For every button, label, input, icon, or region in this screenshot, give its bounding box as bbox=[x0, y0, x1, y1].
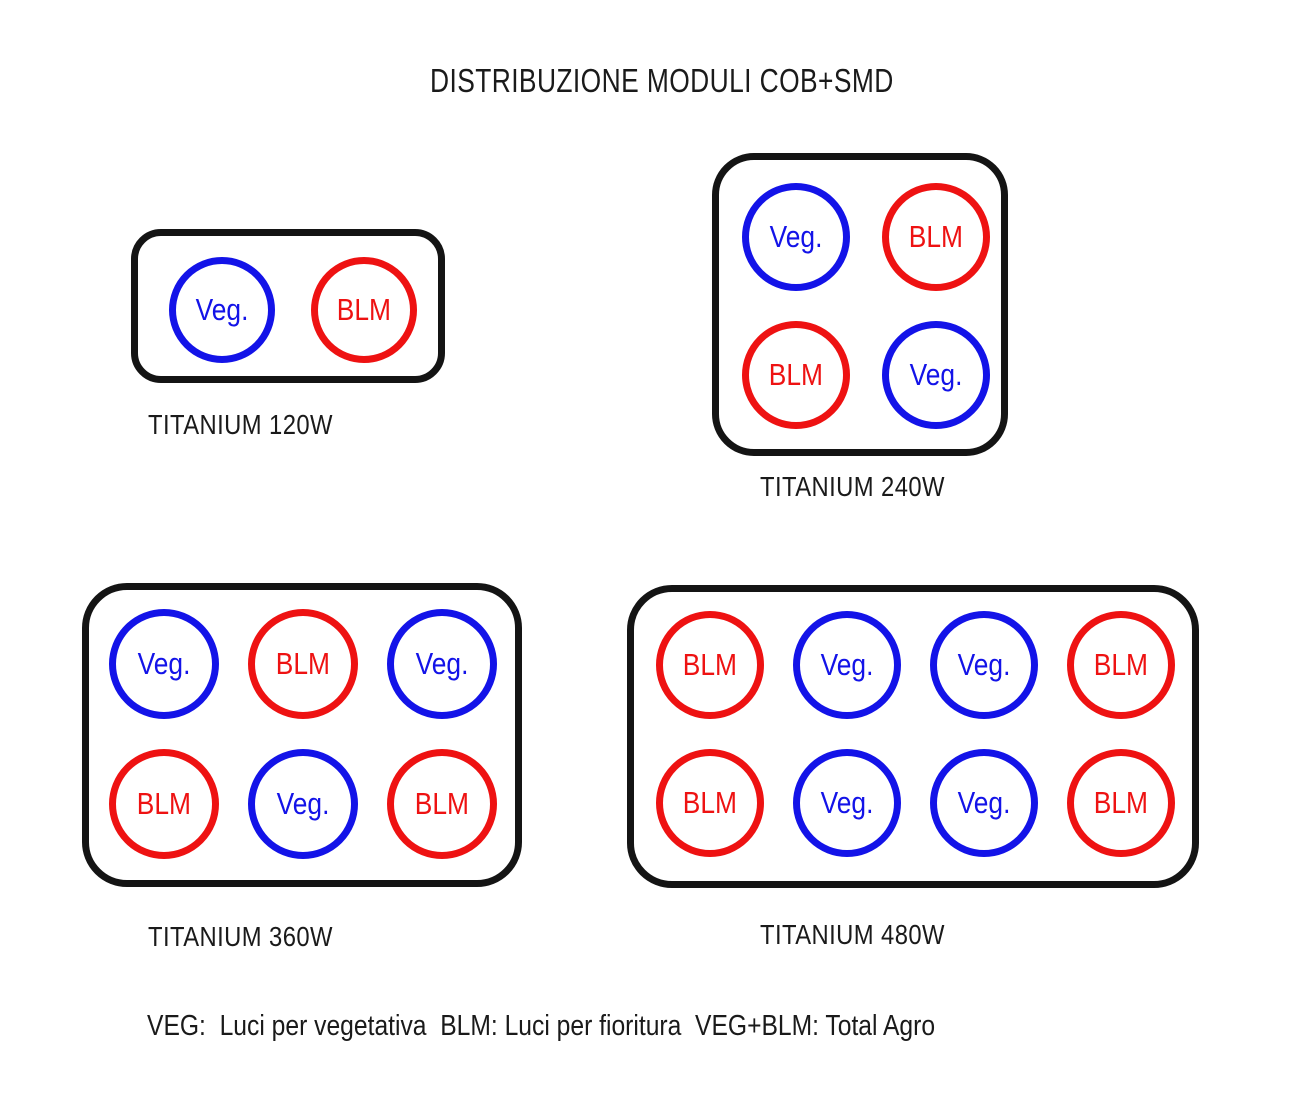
module-label: Veg. bbox=[195, 292, 249, 327]
module-blm-circle: BLM bbox=[1067, 749, 1175, 857]
module-label: Veg. bbox=[276, 786, 330, 821]
module-label: BLM bbox=[275, 646, 331, 681]
panel-label-titanium-240w: TITANIUM 240W bbox=[760, 471, 945, 502]
module-label: Veg. bbox=[820, 785, 874, 820]
module-blm-circle: BLM bbox=[248, 609, 358, 719]
module-label: Veg. bbox=[820, 647, 874, 682]
module-veg-circle: Veg. bbox=[930, 749, 1038, 857]
module-veg-circle: Veg. bbox=[169, 257, 275, 363]
panel-titanium-360w: Veg. BLM Veg. BLM Veg. BLM bbox=[82, 583, 522, 887]
module-label: Veg. bbox=[769, 219, 823, 254]
module-label: BLM bbox=[682, 785, 738, 820]
module-blm-circle: BLM bbox=[109, 749, 219, 859]
module-blm-circle: BLM bbox=[656, 749, 764, 857]
module-label: Veg. bbox=[957, 647, 1011, 682]
panel-label-titanium-480w: TITANIUM 480W bbox=[760, 919, 945, 950]
module-blm-circle: BLM bbox=[311, 257, 417, 363]
module-veg-circle: Veg. bbox=[248, 749, 358, 859]
module-blm-circle: BLM bbox=[387, 749, 497, 859]
module-veg-circle: Veg. bbox=[387, 609, 497, 719]
module-veg-circle: Veg. bbox=[793, 611, 901, 719]
module-label: BLM bbox=[768, 357, 824, 392]
panel-label-titanium-360w: TITANIUM 360W bbox=[148, 921, 333, 952]
module-label: BLM bbox=[682, 647, 738, 682]
module-veg-circle: Veg. bbox=[742, 183, 850, 291]
module-label: Veg. bbox=[137, 646, 191, 681]
module-label: BLM bbox=[1093, 785, 1149, 820]
module-blm-circle: BLM bbox=[882, 183, 990, 291]
module-label: BLM bbox=[136, 786, 192, 821]
module-label: Veg. bbox=[909, 357, 963, 392]
panel-label-titanium-120w: TITANIUM 120W bbox=[148, 409, 333, 440]
panel-titanium-120w: Veg. BLM bbox=[131, 229, 445, 383]
module-veg-circle: Veg. bbox=[109, 609, 219, 719]
module-blm-circle: BLM bbox=[742, 321, 850, 429]
module-label: BLM bbox=[908, 219, 964, 254]
module-label: BLM bbox=[336, 292, 392, 327]
panel-titanium-240w: Veg. BLM BLM Veg. bbox=[712, 153, 1008, 456]
module-veg-circle: Veg. bbox=[793, 749, 901, 857]
module-label: Veg. bbox=[957, 785, 1011, 820]
page-title: DISTRIBUZIONE MODULI COB+SMD bbox=[430, 62, 894, 99]
module-veg-circle: Veg. bbox=[882, 321, 990, 429]
module-veg-circle: Veg. bbox=[930, 611, 1038, 719]
module-blm-circle: BLM bbox=[656, 611, 764, 719]
legend-text: VEG: Luci per vegetativa BLM: Luci per f… bbox=[147, 1010, 936, 1042]
module-blm-circle: BLM bbox=[1067, 611, 1175, 719]
module-label: Veg. bbox=[415, 646, 469, 681]
module-label: BLM bbox=[414, 786, 470, 821]
panel-titanium-480w: BLM Veg. Veg. BLM BLM Veg. Veg. BLM bbox=[627, 585, 1199, 888]
module-label: BLM bbox=[1093, 647, 1149, 682]
